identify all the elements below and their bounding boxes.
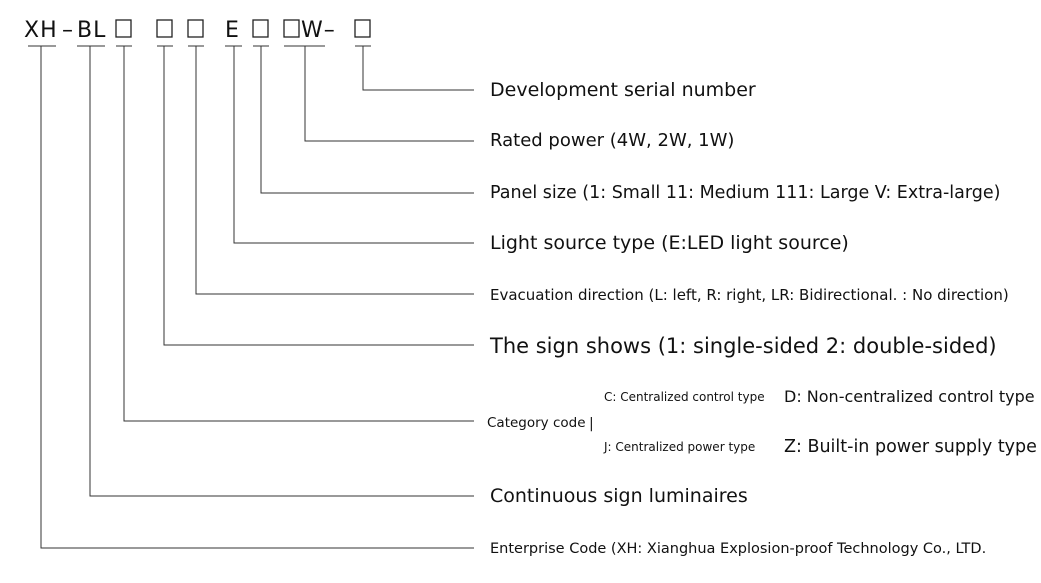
label-cat-z: Z: Built-in power supply type (784, 437, 1037, 457)
leader-light (233, 46, 474, 244)
code-w: W– (301, 18, 336, 43)
code-box-evacuation (187, 19, 204, 38)
code-xh: XH (24, 18, 58, 43)
labels: Development serial number Rated power (4… (487, 79, 1037, 557)
label-divider: | (589, 416, 594, 432)
leader-enterprise (40, 46, 474, 549)
label-cat-d: D: Non-centralized control type (784, 387, 1035, 406)
code-bl: BL (77, 18, 106, 43)
code-dash: – (62, 18, 74, 43)
leader-serial (362, 46, 474, 91)
code-box-sign (156, 19, 173, 38)
leader-continuous (89, 46, 474, 497)
code-box-power (283, 19, 300, 38)
label-power: Rated power (4W, 2W, 1W) (490, 130, 734, 151)
code-box-panel (252, 19, 269, 38)
label-light: Light source type (E:LED light source) (490, 232, 849, 254)
leader-power (304, 46, 474, 142)
leader-panel (260, 46, 474, 194)
label-continuous: Continuous sign luminaires (490, 485, 748, 507)
label-cat-j: J: Centralized power type (603, 440, 755, 454)
leader-evacuation (195, 46, 474, 295)
label-dev: Development serial number (490, 79, 756, 101)
code-e: E (225, 18, 240, 43)
code-box-serial (354, 19, 371, 38)
leader-category (123, 46, 474, 422)
model-code: XH – BL E W– (24, 18, 371, 43)
leader-sign (163, 46, 474, 346)
label-cat-c: C: Centralized control type (604, 390, 765, 404)
label-sign: The sign shows (1: single-sided 2: doubl… (489, 334, 997, 358)
label-category: Category code (487, 415, 586, 431)
code-box-category (115, 19, 132, 38)
leader-lines (40, 46, 474, 549)
label-evac: Evacuation direction (L: left, R: right,… (490, 286, 1009, 304)
label-enterprise: Enterprise Code (XH: Xianghua Explosion-… (490, 541, 986, 557)
label-panel: Panel size (1: Small 11: Medium 111: Lar… (490, 183, 1000, 203)
